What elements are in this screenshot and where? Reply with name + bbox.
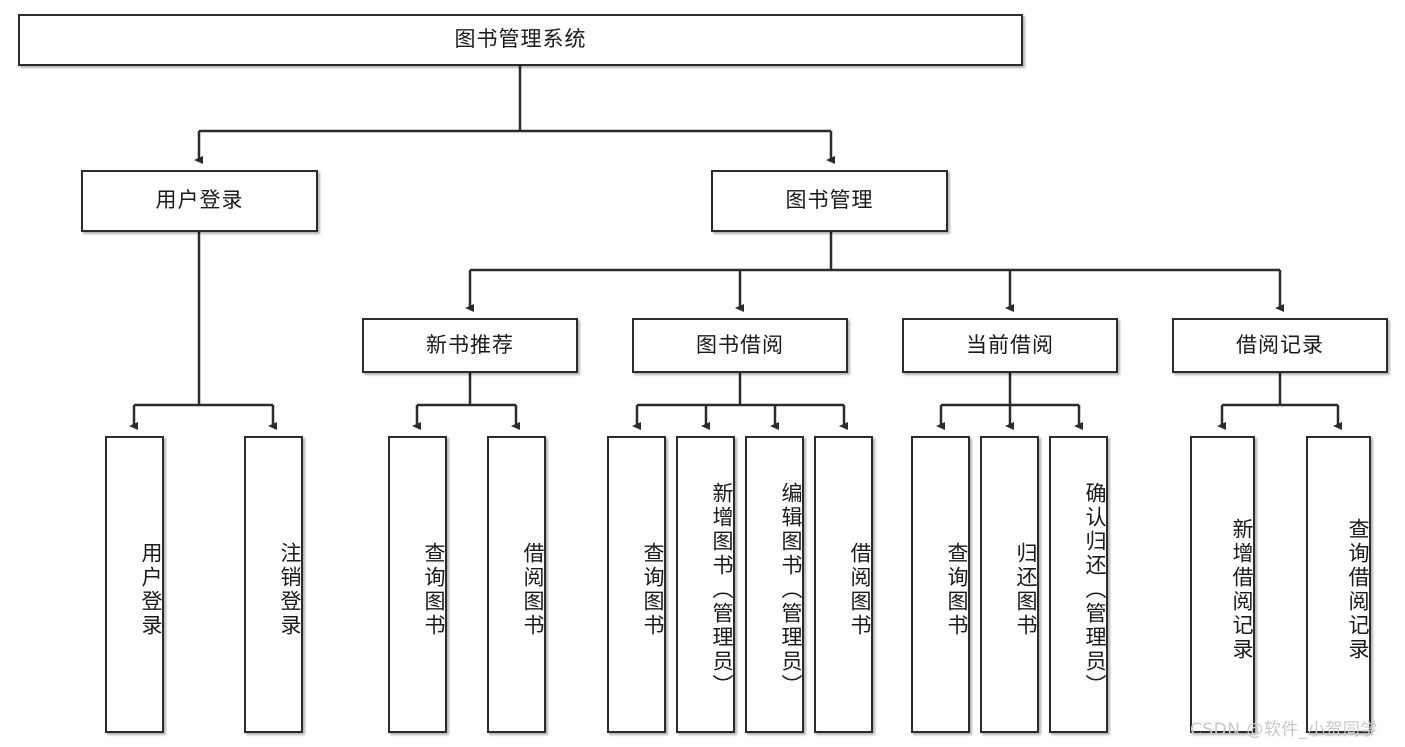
node-label: 新增图书（管理员） [710,481,734,698]
node-label: 用户登录 [139,541,163,638]
leaf-borrow-borrow-book[interactable]: 借阅图书 [814,436,873,733]
leaf-user-login-signin[interactable]: 用户登录 [105,436,164,733]
node-user-login[interactable]: 用户登录 [81,170,318,232]
node-label: 图书管理系统 [454,27,587,52]
node-label: 图书管理 [785,188,874,213]
node-root-system[interactable]: 图书管理系统 [18,14,1023,66]
node-label: 归还图书 [1014,541,1038,638]
node-label: 新增借阅记录 [1230,517,1254,662]
node-label: 借阅图书 [848,541,872,638]
leaf-current-query-book[interactable]: 查询图书 [911,436,970,733]
node-label: 注销登录 [278,541,302,638]
leaf-recommend-query-book[interactable]: 查询图书 [388,436,447,733]
node-label: 查询图书 [641,541,665,638]
leaf-borrow-edit-book-admin[interactable]: 编辑图书（管理员） [745,436,804,733]
node-label: 查询图书 [422,541,446,638]
leaf-borrow-query-book[interactable]: 查询图书 [607,436,666,733]
node-label: 图书借阅 [696,332,784,357]
node-label: 借阅记录 [1236,332,1324,357]
node-label: 新书推荐 [426,332,514,357]
node-current-borrow[interactable]: 当前借阅 [902,318,1118,373]
node-label: 查询图书 [945,541,969,638]
node-label: 用户登录 [155,188,244,213]
leaf-record-query-record[interactable]: 查询借阅记录 [1306,436,1371,733]
node-label: 编辑图书（管理员） [779,481,803,698]
csdn-watermark: CSDN @软件_小贺同学 [1190,720,1378,740]
node-label: 当前借阅 [966,332,1054,357]
leaf-user-login-signout[interactable]: 注销登录 [244,436,303,733]
node-borrow-record[interactable]: 借阅记录 [1172,318,1388,373]
node-new-book-recommend[interactable]: 新书推荐 [362,318,578,373]
node-book-management[interactable]: 图书管理 [711,170,948,232]
leaf-record-add-record[interactable]: 新增借阅记录 [1190,436,1255,733]
leaf-recommend-borrow-book[interactable]: 借阅图书 [487,436,546,733]
leaf-current-return-book[interactable]: 归还图书 [980,436,1039,733]
node-label: 查询借阅记录 [1346,517,1370,662]
leaf-current-confirm-return-admin[interactable]: 确认归还（管理员） [1049,436,1108,733]
node-book-borrow[interactable]: 图书借阅 [632,318,848,373]
leaf-borrow-add-book-admin[interactable]: 新增图书（管理员） [676,436,735,733]
node-label: 借阅图书 [521,541,545,638]
node-label: 确认归还（管理员） [1083,481,1107,698]
